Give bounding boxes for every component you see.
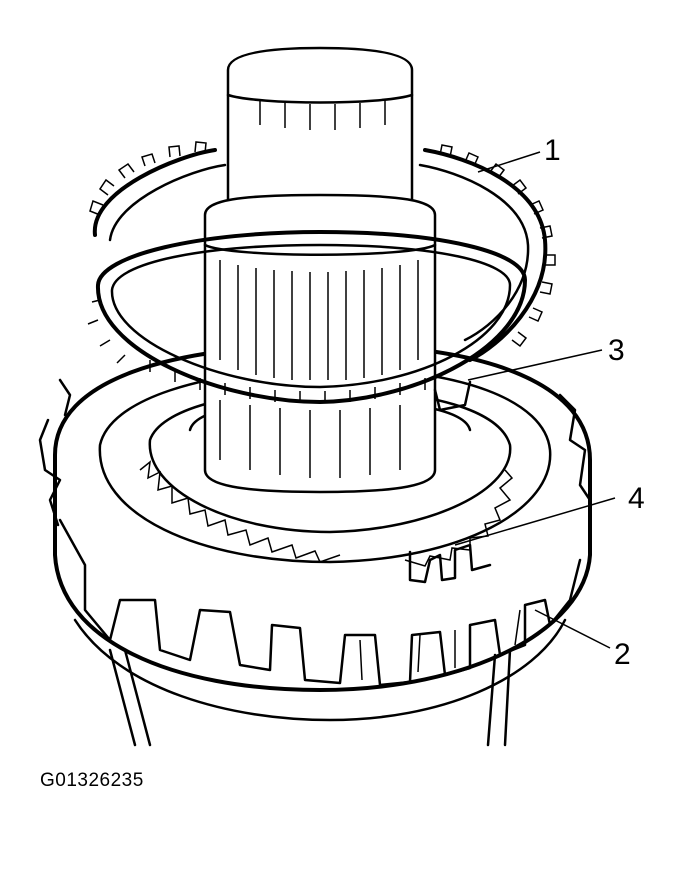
leader-line-1 [477,151,541,173]
figure-id: G01326235 [40,770,144,791]
synchronizer-ring-upper [89,141,556,362]
callout-label-3: 3 [608,334,625,367]
leader-line-2 [534,609,611,649]
callout-label-1: 1 [544,134,561,167]
leader-line-3 [467,349,603,381]
callout-label-4: 4 [628,482,645,515]
shaft [203,46,437,494]
callout-label-2: 2 [614,638,631,671]
leader-line-4 [454,497,616,546]
leader-lines [454,151,616,649]
synchronizer-ring-lower [87,230,527,412]
